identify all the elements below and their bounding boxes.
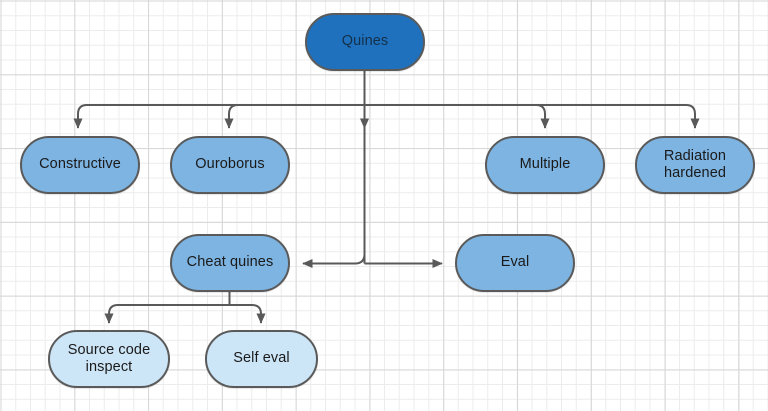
edge-quines-to-multiple — [364, 104, 550, 129]
node-ouroborus[interactable]: Ouroborus — [170, 136, 290, 194]
edge-quines-to-constructive — [73, 104, 365, 129]
edge-cheat-to-self-eval — [229, 304, 266, 324]
node-cheat-quines[interactable]: Cheat quines — [170, 234, 290, 292]
edge-cheat-to-source-inspect — [104, 304, 230, 324]
node-source-code-inspect[interactable]: Source code inspect — [48, 330, 170, 388]
node-radiation-hardened[interactable]: Radiation hardened — [635, 136, 755, 194]
node-constructive[interactable]: Constructive — [20, 136, 140, 194]
node-multiple[interactable]: Multiple — [485, 136, 605, 194]
node-quines[interactable]: Quines — [305, 13, 425, 71]
edge-quines-to-ouroborus — [224, 104, 365, 129]
edge-quines-to-cheat-quines — [302, 253, 366, 269]
node-eval[interactable]: Eval — [455, 234, 575, 292]
node-self-eval[interactable]: Self eval — [205, 330, 318, 388]
edge-quines-to-radiation — [364, 104, 700, 129]
